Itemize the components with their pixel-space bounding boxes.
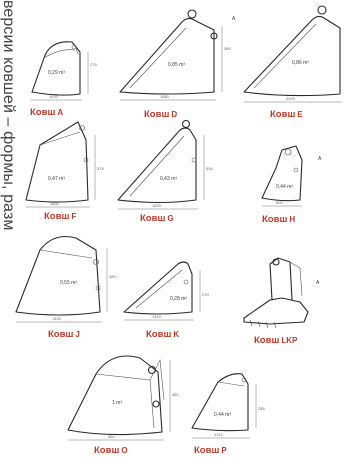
volume-bucket-k: 0,28 m³ [170,296,187,302]
drawing-bucket-g: 0,43 m³ 1620 334 [117,119,213,210]
volume-bucket-a: 0,29 m³ [48,70,65,76]
volume-bucket-e: 0,86 m³ [292,60,309,66]
width-bucket-e: 2000 [286,96,296,101]
height-bucket-d: 380 [224,46,231,51]
drawing-bucket-k: 0,28 m³ 1510 270 [123,261,209,321]
width-bucket-j: 1400 [52,316,62,321]
volume-bucket-d: 0,85 m³ [168,62,185,68]
drawing-bucket-f: 0,47 m³ 1600 378 [25,121,104,208]
width-bucket-o: 850 [108,434,115,439]
volume-bucket-o: 1 m³ [112,400,122,406]
width-bucket-f: 1600 [50,201,60,206]
volume-bucket-g: 0,43 m³ [160,176,177,182]
drawing-bucket-lkp: A [243,257,320,329]
width-bucket-k: 1510 [152,314,162,319]
svg-text:A: A [318,156,322,162]
width-bucket-a: 1620 [49,94,59,99]
drawing-bucket-j: 0,55 m³ 1400 380 [15,235,116,323]
drawing-bucket-h: 0,44 m³ 800 A [261,145,322,207]
drawing-bucket-o: 1 m³ 850 380 [67,355,179,441]
drawing-bucket-e: 0,86 m³ 2000 [243,5,342,103]
drawing-bucket-d: 0,85 m³ 1880 380 A [119,9,236,101]
volume-bucket-p: 0,44 m³ [214,412,231,418]
width-bucket-d: 1880 [160,94,170,99]
height-bucket-k: 270 [202,292,209,297]
drawing-bucket-a: 0,29 m³ 1620 276 [30,41,97,101]
height-bucket-a: 276 [90,62,97,67]
height-bucket-g: 334 [206,166,213,171]
width-bucket-g: 1620 [152,203,162,208]
height-bucket-j: 380 [109,274,116,279]
drawing-bucket-p: 0,44 m³ 1212 255 [191,373,265,439]
height-bucket-p: 255 [258,406,265,411]
volume-bucket-j: 0,55 m³ [60,280,77,286]
svg-text:A: A [232,16,236,22]
volume-bucket-h: 0,44 m³ [276,184,293,190]
height-bucket-f: 378 [97,166,104,171]
volume-bucket-f: 0,47 m³ [48,176,65,182]
width-bucket-p: 1212 [214,432,224,437]
svg-text:A: A [316,280,320,286]
width-bucket-h: 800 [276,200,283,205]
height-bucket-o: 380 [172,392,179,397]
